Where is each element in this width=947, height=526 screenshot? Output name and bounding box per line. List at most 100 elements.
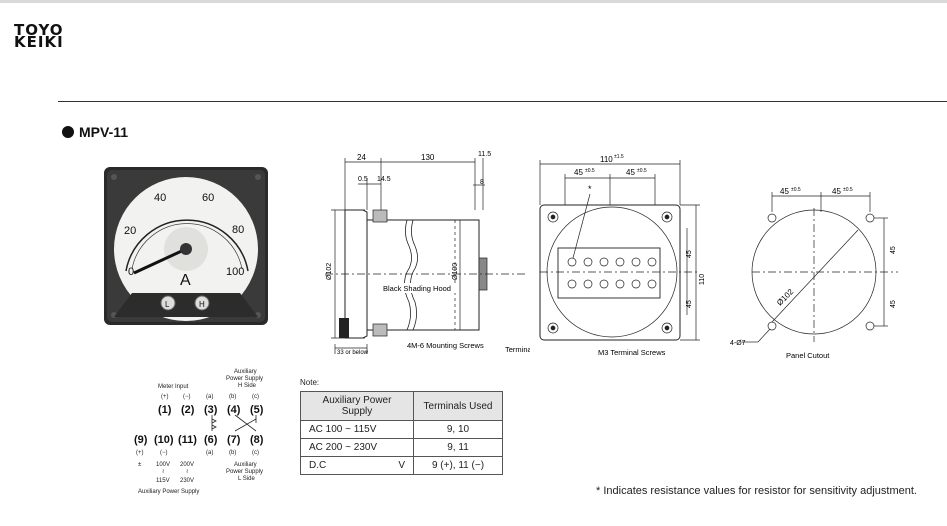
term-3: (3) — [204, 404, 218, 416]
term-7: (7) — [227, 434, 241, 446]
wiring-diagram: Meter Input Auxiliary Power Supply H Sid… — [134, 369, 264, 495]
table-row: AC 100 ~ 115V 9, 10 — [300, 420, 503, 439]
callout-mounting-screws: 4M-6 Mounting Screws — [407, 341, 484, 350]
tilde-1: ≀ — [162, 469, 164, 475]
aux-power-table: Auxiliary Power Supply Terminals Used AC… — [300, 391, 503, 475]
tilde-2: ≀ — [186, 469, 188, 475]
supply-dc-unit: V — [398, 460, 405, 471]
sign-plus-top: (+) — [161, 394, 169, 400]
side-view-drawing: 24 130 11.5 0.5 14.5 8 Ø102 Ø100 33 or b… — [325, 151, 530, 356]
model-name: MPV-11 — [79, 124, 129, 140]
volt-200: 200V — [180, 462, 194, 468]
sign-b-bottom: (b) — [229, 450, 236, 456]
terminals-cell: 9 (+), 11 (−) — [413, 456, 503, 475]
supply-cell: D.C V — [300, 456, 414, 475]
dim-45-lower: 45 — [686, 300, 693, 308]
dim-33-below: 33 or below — [337, 350, 369, 356]
aux-l-2: Power Supply — [226, 469, 263, 475]
cutout-dim-45-lower: 45 — [890, 300, 897, 308]
terminal-row-top — [567, 257, 657, 267]
terminals-cell: 9, 11 — [413, 438, 503, 457]
brand-line-2: KEIKI — [14, 33, 64, 51]
dim-11-5: 11.5 — [478, 151, 491, 158]
sign-minus-bottom: (−) — [160, 450, 168, 456]
supply-cell: AC 100 ~ 115V — [300, 420, 414, 439]
scale-80: 80 — [232, 224, 244, 236]
front-view-drawing: 110 ±1.5 45 ±0.5 45 ±0.5 110 45 45 * M3 … — [539, 154, 706, 357]
terminal-row-bottom — [567, 279, 657, 289]
header-divider — [58, 101, 947, 102]
sign-a-top: (a) — [206, 394, 213, 400]
cutout-dim-45-upper: 45 — [890, 246, 897, 254]
table-row: AC 200 ~ 230V 9, 11 — [300, 438, 503, 457]
term-4: (4) — [227, 404, 241, 416]
dim-110-side: 110 — [699, 274, 706, 285]
model-heading: MPV-11 — [62, 124, 128, 140]
dim-45-left-tol: ±0.5 — [585, 168, 595, 174]
scale-0: 0 — [128, 266, 134, 278]
dim-110: 110 — [600, 155, 613, 164]
sign-c-top: (c) — [252, 394, 259, 400]
meter-needle — [133, 247, 187, 275]
callout-shading-hood: Black Shading Hood — [383, 284, 451, 293]
sign-plus-bottom: (+) — [136, 450, 144, 456]
unit-label: A — [180, 272, 191, 289]
scale-100: 100 — [226, 266, 244, 278]
cutout-holes: 4-Ø7 — [730, 340, 746, 347]
cutout-dim-dia-102: Ø102 — [775, 287, 796, 308]
table-header-row: Auxiliary Power Supply Terminals Used — [300, 391, 503, 421]
col-aux-power: Auxiliary Power Supply — [300, 391, 414, 421]
dim-110-tol: ±1.5 — [614, 154, 624, 160]
panel-cutout-label: Panel Cutout — [786, 351, 830, 360]
dim-45-left: 45 — [574, 168, 583, 177]
term-9: (9) — [134, 434, 148, 446]
aux-h-3: H Side — [238, 383, 257, 389]
term-10: (10) — [154, 434, 174, 446]
callout-m3-screws: M3 Terminal Screws — [598, 348, 666, 357]
panel-cutout-drawing: 45 ±0.5 45 ±0.5 45 45 Ø102 4-Ø7 Panel Cu… — [730, 187, 898, 360]
volt-115: 115V — [156, 478, 170, 484]
cutout-dim-45-right-tol: ±0.5 — [843, 187, 853, 193]
table-row: D.C V 9 (+), 11 (−) — [300, 456, 503, 475]
meter-input-label: Meter Input — [158, 384, 189, 390]
aux-h-2: Power Supply — [226, 376, 263, 382]
pm-sign: ± — [138, 462, 142, 468]
aux-h-1: Auxiliary — [234, 369, 257, 375]
dim-24: 24 — [357, 153, 366, 162]
star-marker: * — [588, 184, 592, 194]
supply-cell: AC 200 ~ 230V — [300, 438, 414, 457]
note-label: Note: — [300, 378, 320, 387]
dim-45-right-tol: ±0.5 — [637, 168, 647, 174]
h-label: H — [199, 300, 205, 309]
h-adjust-knob — [194, 295, 210, 311]
brand-logo: TOYO KEIKI — [14, 23, 64, 51]
scale-60: 60 — [202, 192, 214, 204]
scale-20: 20 — [124, 225, 136, 237]
cutout-dim-45-left: 45 — [780, 187, 789, 196]
cutout-dim-45-left-tol: ±0.5 — [791, 187, 801, 193]
supply-dc: D.C — [309, 460, 327, 471]
aux-supply-label: Auxiliary Power Supply — [138, 489, 199, 495]
term-5: (5) — [250, 404, 264, 416]
col-terminals: Terminals Used — [413, 391, 503, 421]
term-2: (2) — [181, 404, 195, 416]
term-8: (8) — [250, 434, 264, 446]
dim-45-right: 45 — [626, 168, 635, 177]
callout-terminal-cover: Terminal Cover — [505, 345, 530, 354]
l-label: L — [165, 300, 170, 309]
aux-l-3: L Side — [238, 476, 255, 482]
dim-130: 130 — [421, 153, 435, 162]
volt-100: 100V — [156, 462, 170, 468]
dim-45-upper: 45 — [686, 250, 693, 258]
sign-b-top: (b) — [229, 394, 236, 400]
cutout-dim-45-right: 45 — [832, 187, 841, 196]
dim-dia-100: Ø100 — [452, 263, 459, 280]
term-1: (1) — [158, 404, 172, 416]
term-11: (11) — [178, 434, 197, 446]
dim-dia-102: Ø102 — [326, 263, 333, 280]
volt-230: 230V — [180, 478, 194, 484]
sign-c-bottom: (c) — [252, 450, 259, 456]
sign-a-bottom: (a) — [206, 450, 213, 456]
terminals-cell: 9, 10 — [413, 420, 503, 439]
l-adjust-knob — [160, 295, 176, 311]
